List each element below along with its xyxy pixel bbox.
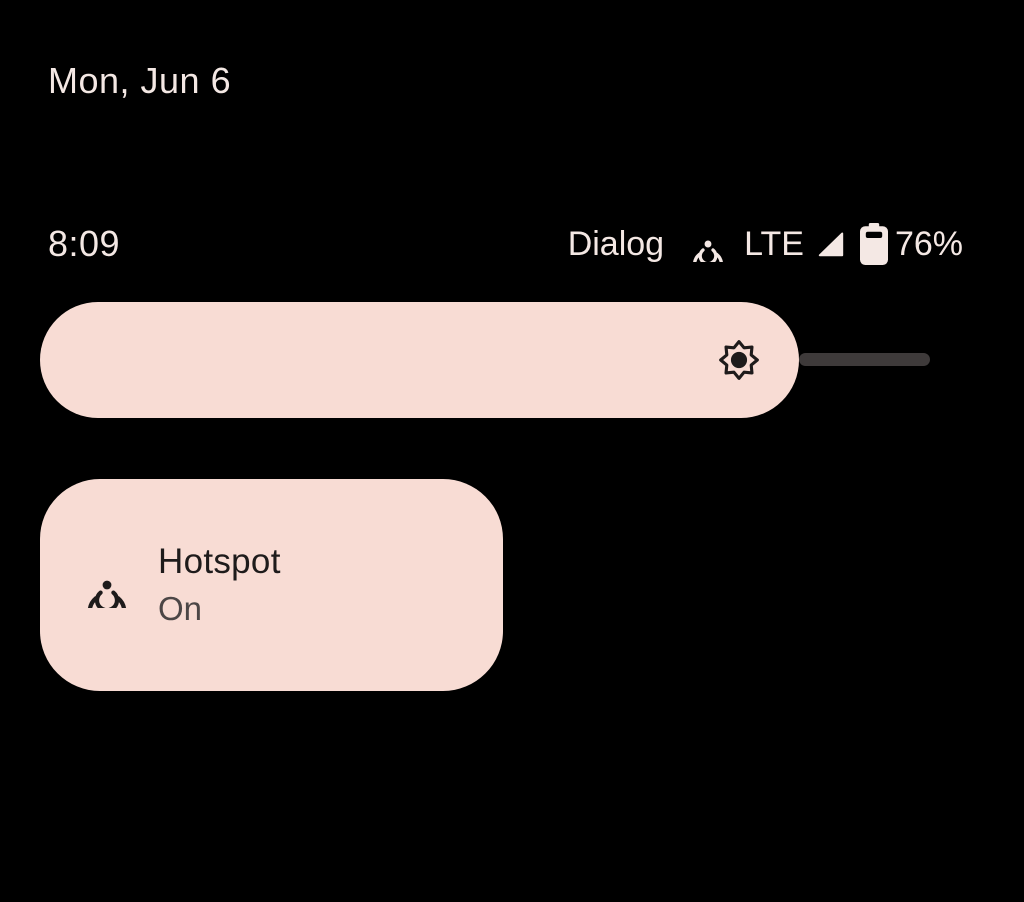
tile-text: Hotspot On	[158, 542, 281, 628]
carrier-name: Dialog	[567, 224, 665, 263]
tile-hotspot[interactable]: Hotspot On	[40, 479, 503, 691]
network-type-label: LTE	[744, 224, 804, 263]
signal-full-icon	[816, 229, 846, 259]
brightness-slider[interactable]	[40, 302, 930, 418]
brightness-slider-fill[interactable]	[40, 302, 799, 418]
date-text: Mon, Jun 6	[48, 60, 232, 101]
clock: 8:09	[48, 223, 121, 264]
hotspot-status-icon	[690, 226, 726, 262]
brightness-icon	[717, 338, 761, 382]
tile-title: Hotspot	[158, 542, 281, 581]
brightness-slider-track[interactable]	[799, 353, 930, 366]
battery-icon	[859, 223, 888, 265]
battery-percent: 76%	[894, 224, 963, 263]
status-bar-indicators: Dialog LTE 76%	[568, 223, 963, 265]
status-bar: 8:09 Dialog LTE	[48, 222, 963, 266]
hotspot-icon	[84, 562, 130, 608]
tile-status: On	[158, 590, 203, 627]
